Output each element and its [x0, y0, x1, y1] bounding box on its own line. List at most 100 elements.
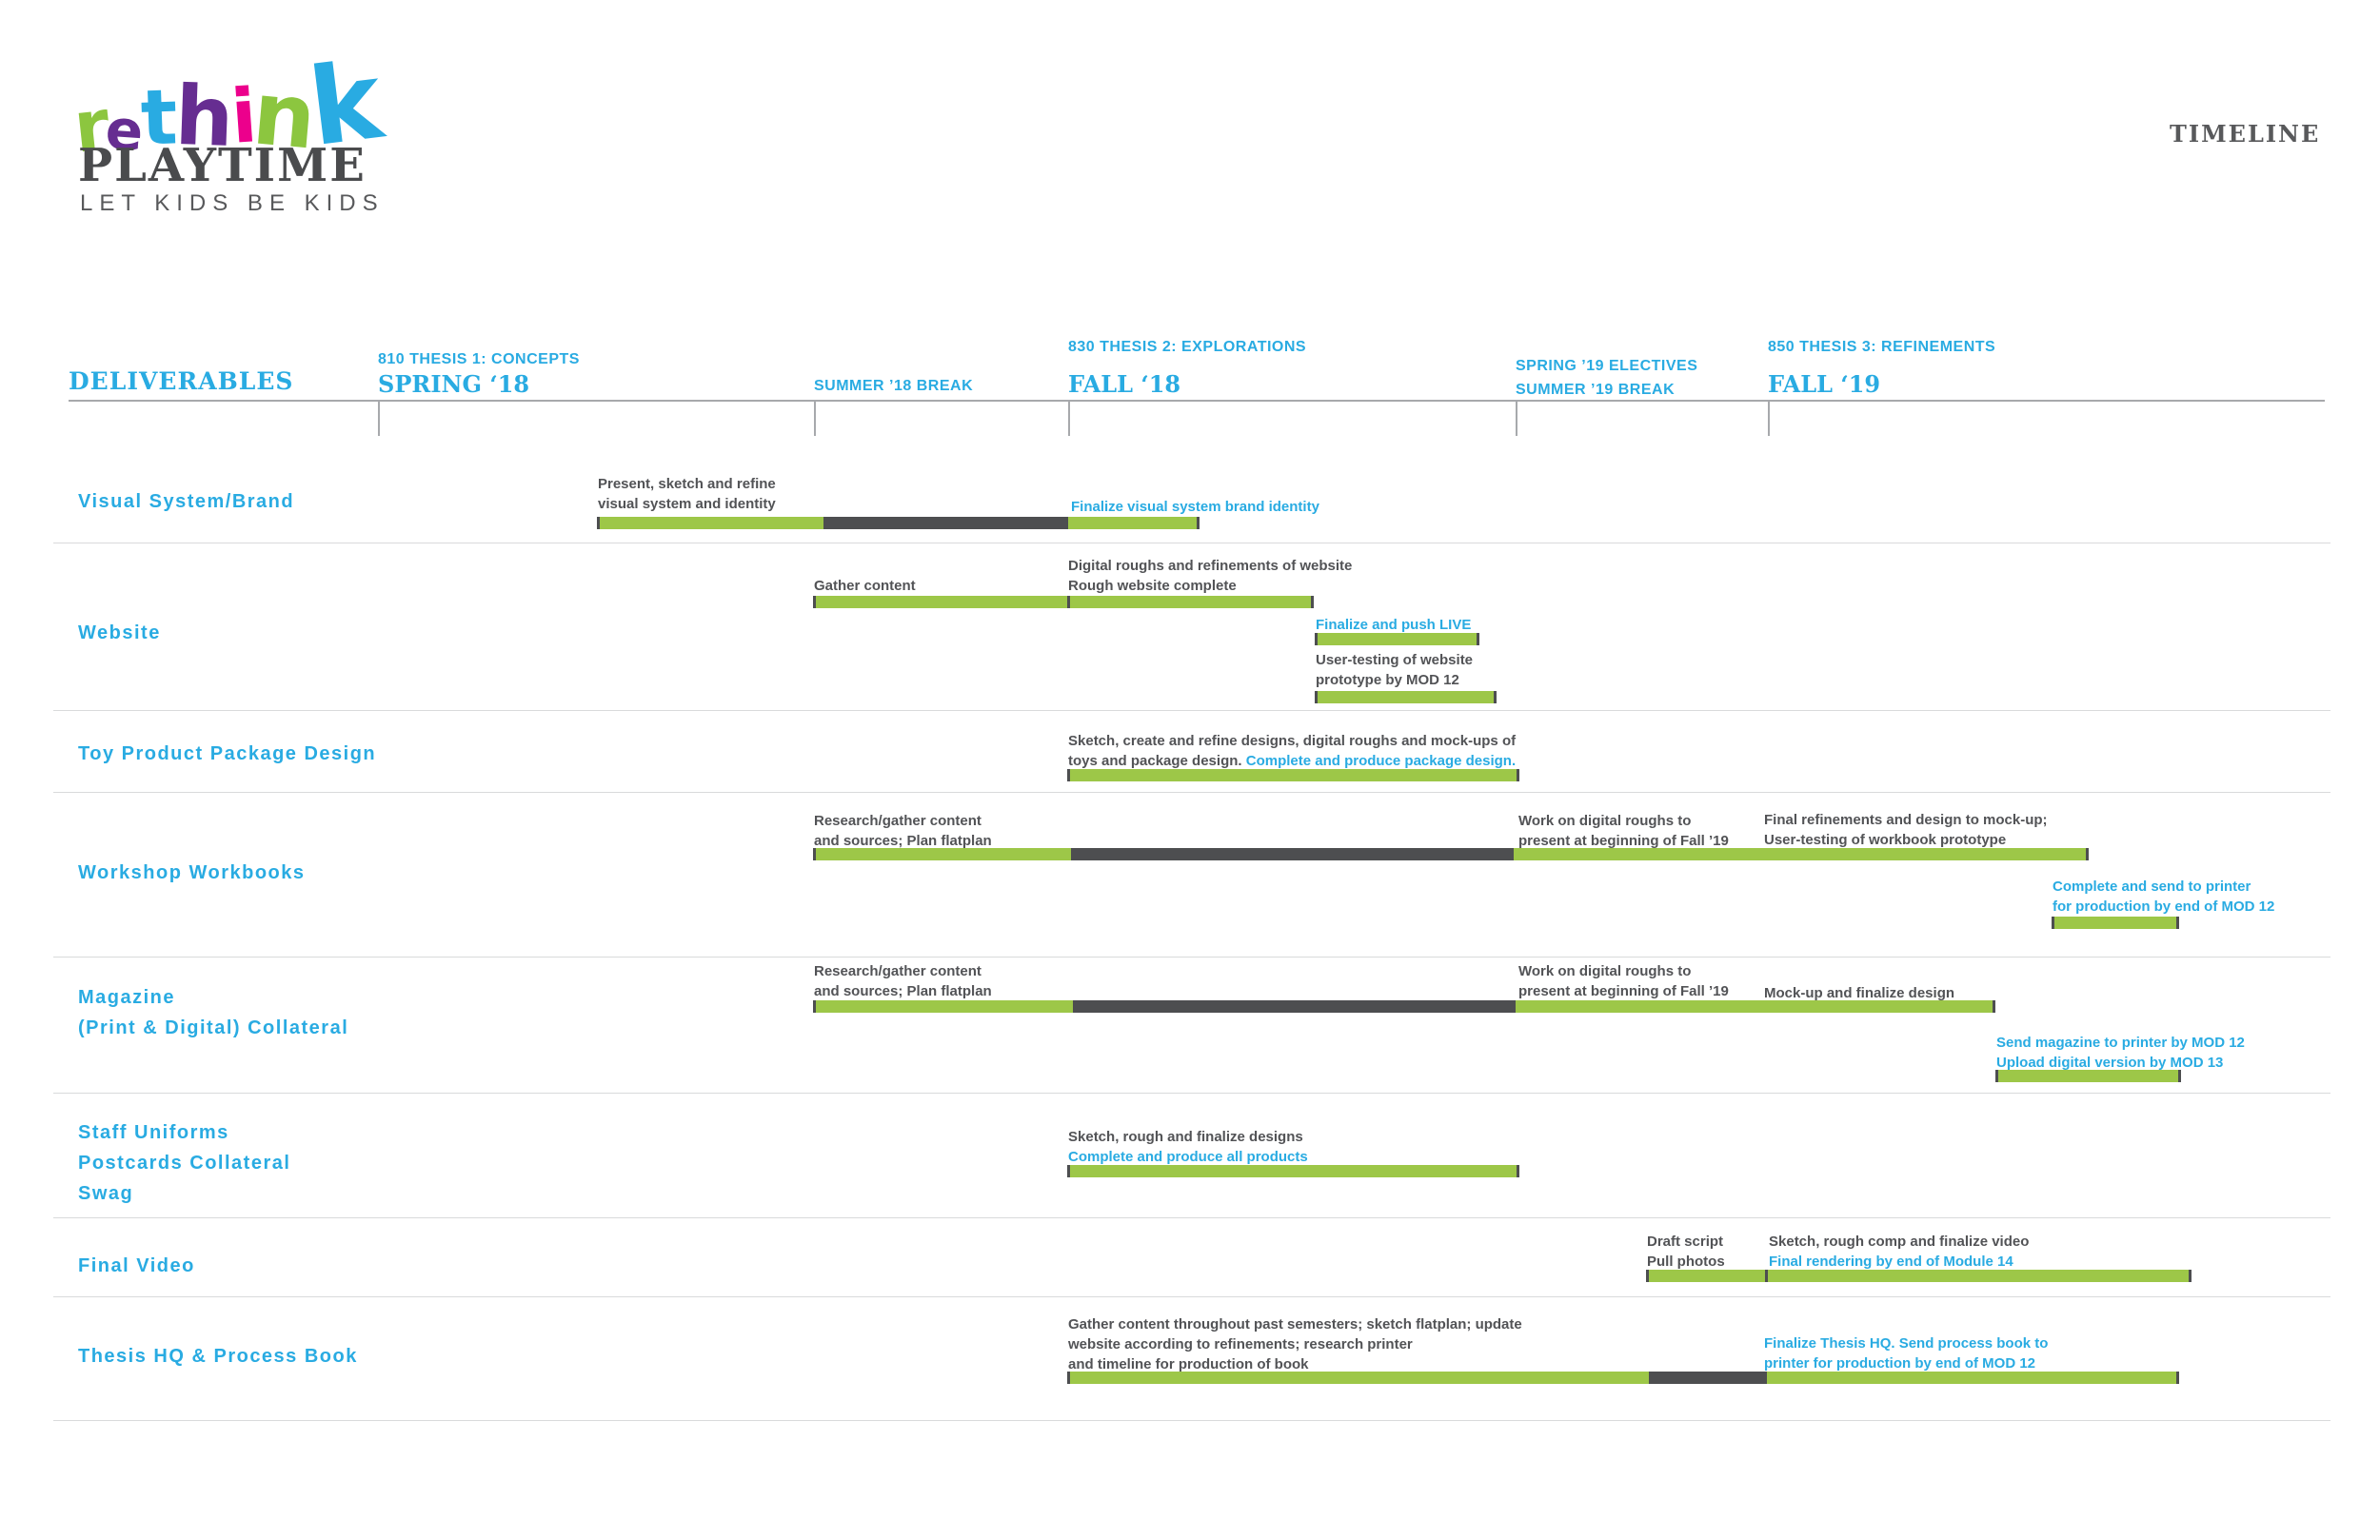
task-annotation-line: Final rendering by end of Module 14: [1769, 1254, 2013, 1270]
task-annotation-line: and timeline for production of book: [1068, 1356, 1309, 1372]
column-label-summer18: SUMMER ’18 BREAK: [814, 378, 974, 394]
gantt-bar-segment: [814, 1000, 1073, 1013]
gantt-bar-endcap: [1517, 1165, 1519, 1177]
column-label-fall18: FALL ‘18: [1068, 370, 1181, 398]
gantt-bar-endcap: [1315, 633, 1318, 645]
gantt-bar-endcap: [1311, 596, 1314, 608]
column-tick: [1768, 400, 1770, 436]
row-separator: [53, 1217, 2330, 1218]
gantt-bar-segment: [1071, 848, 1514, 860]
task-annotation-line: Digital roughs and refinements of websit…: [1068, 558, 1353, 574]
task-annotation-line: toys and package design. Complete and pr…: [1068, 753, 1517, 769]
task-annotation-line: printer for production by end of MOD 12: [1764, 1355, 2035, 1372]
row-label-workshop-workbooks: Workshop Workbooks: [78, 858, 306, 888]
task-annotation: Mock-up and finalize design: [1764, 983, 1954, 1003]
task-annotation-line: Sketch, rough and finalize designs: [1068, 1129, 1303, 1145]
column-tick: [1068, 400, 1070, 436]
task-annotation-line: Finalize and push LIVE: [1316, 617, 1472, 633]
task-annotation: Digital roughs and refinements of websit…: [1068, 556, 1352, 596]
gantt-bar-segment: [1316, 633, 1478, 645]
gantt-bar-segment: [2053, 917, 2177, 929]
task-annotation: Send magazine to printer by MOD 12 Upload…: [1996, 1033, 2245, 1073]
row-label-line: Postcards Collateral: [78, 1153, 291, 1174]
row-label-website: Website: [78, 618, 161, 648]
row-label-line: Swag: [78, 1183, 134, 1204]
task-annotation-line: Upload digital version by MOD 13: [1996, 1055, 2224, 1071]
row-label-magazine: Magazine (Print & Digital) Collateral: [78, 982, 348, 1043]
task-annotation-line: Finalize visual system brand identity: [1071, 499, 1319, 515]
task-annotation-line: present at beginning of Fall ’19: [1518, 983, 1729, 999]
gantt-bar-endcap: [1477, 633, 1479, 645]
gantt-bar-endcap: [2189, 1270, 2192, 1282]
row-label-line: Workshop Workbooks: [78, 862, 306, 883]
column-tick: [814, 400, 816, 436]
gantt-bar-segment: [1647, 1270, 2190, 1282]
gantt-bar-endcap: [2176, 917, 2179, 929]
task-annotation: Finalize visual system brand identity: [1071, 497, 1319, 517]
task-annotation-line: Research/gather content: [814, 813, 982, 829]
task-annotation-line: Gather content: [814, 578, 916, 594]
gantt-bar-endcap: [1494, 691, 1497, 703]
task-annotation: Gather content throughout past semesters…: [1068, 1314, 1522, 1374]
gantt-bar-segment: [1996, 1070, 2179, 1082]
column-label-summer19: SUMMER ’19 BREAK: [1516, 382, 1676, 398]
row-label-toy-product: Toy Product Package Design: [78, 739, 376, 769]
task-annotation: Complete and send to printer for producti…: [2053, 877, 2274, 917]
row-separator: [53, 957, 2330, 958]
task-annotation-line: Sketch, create and refine designs, digit…: [1068, 733, 1517, 749]
gantt-bar-endcap: [1067, 1165, 1070, 1177]
task-annotation-line: User-testing of workbook prototype: [1764, 832, 2007, 848]
task-annotation-line: Present, sketch and refine: [598, 476, 776, 492]
gantt-bar-segment: [1767, 1372, 2177, 1384]
gantt-bar-segment: [1068, 517, 1198, 529]
logo-subtitle: LET KIDS BE KIDS: [80, 190, 385, 216]
row-label-visual-system: Visual System/Brand: [78, 486, 294, 517]
logo-title: PLAYTIME: [78, 139, 367, 192]
task-annotation-line: present at beginning of Fall ’19: [1518, 833, 1729, 849]
gantt-bar-segment: [1068, 1165, 1517, 1177]
task-annotation: Work on digital roughs to present at begi…: [1518, 961, 1729, 1001]
gantt-bar-segment: [814, 596, 1312, 608]
gantt-bar-endcap: [1067, 769, 1070, 781]
gantt-bar-segment: [1514, 848, 2087, 860]
row-label-thesis-hq: Thesis HQ & Process Book: [78, 1341, 358, 1372]
gantt-bar-endcap: [1067, 596, 1070, 608]
gantt-bar-segment: [1649, 1372, 1767, 1384]
gantt-bar-endcap: [1067, 1372, 1070, 1384]
task-annotation-line: Work on digital roughs to: [1518, 963, 1692, 979]
task-annotation-line: Rough website complete: [1068, 578, 1237, 594]
task-annotation-line: Complete and send to printer: [2053, 879, 2251, 895]
task-annotation-line: Pull photos: [1647, 1254, 1725, 1270]
row-separator: [53, 1296, 2330, 1297]
page-title: TIMELINE: [2170, 120, 2321, 148]
gantt-bar-endcap: [1993, 1000, 1995, 1013]
task-annotation-line: Draft script: [1647, 1234, 1724, 1250]
task-annotation-line: Mock-up and finalize design: [1764, 985, 1955, 1001]
task-annotation: Gather content: [814, 576, 916, 596]
task-annotation-line: for production by end of MOD 12: [2053, 898, 2275, 915]
gantt-bar-segment: [1516, 1000, 1993, 1013]
task-annotation-line: Send magazine to printer by MOD 12: [1996, 1035, 2245, 1051]
header-rule: [69, 400, 2325, 402]
row-label-line: Thesis HQ & Process Book: [78, 1346, 358, 1367]
task-annotation: Finalize and push LIVE: [1316, 615, 1471, 635]
gantt-bar-endcap: [813, 1000, 816, 1013]
task-annotation-line: Finalize Thesis HQ. Send process book to: [1764, 1335, 2049, 1352]
column-label-thesis1: 810 THESIS 1: CONCEPTS: [378, 351, 580, 367]
gantt-bar-endcap: [597, 517, 600, 529]
gantt-bar-segment: [1073, 1000, 1516, 1013]
row-label-line: Final Video: [78, 1255, 195, 1276]
task-annotation-line: Gather content throughout past semesters…: [1068, 1316, 1522, 1333]
row-label-final-video: Final Video: [78, 1251, 195, 1281]
gantt-bar-segment: [1068, 1372, 1649, 1384]
task-annotation: Final refinements and design to mock-up;…: [1764, 810, 2048, 850]
gantt-bar-endcap: [1646, 1270, 1649, 1282]
